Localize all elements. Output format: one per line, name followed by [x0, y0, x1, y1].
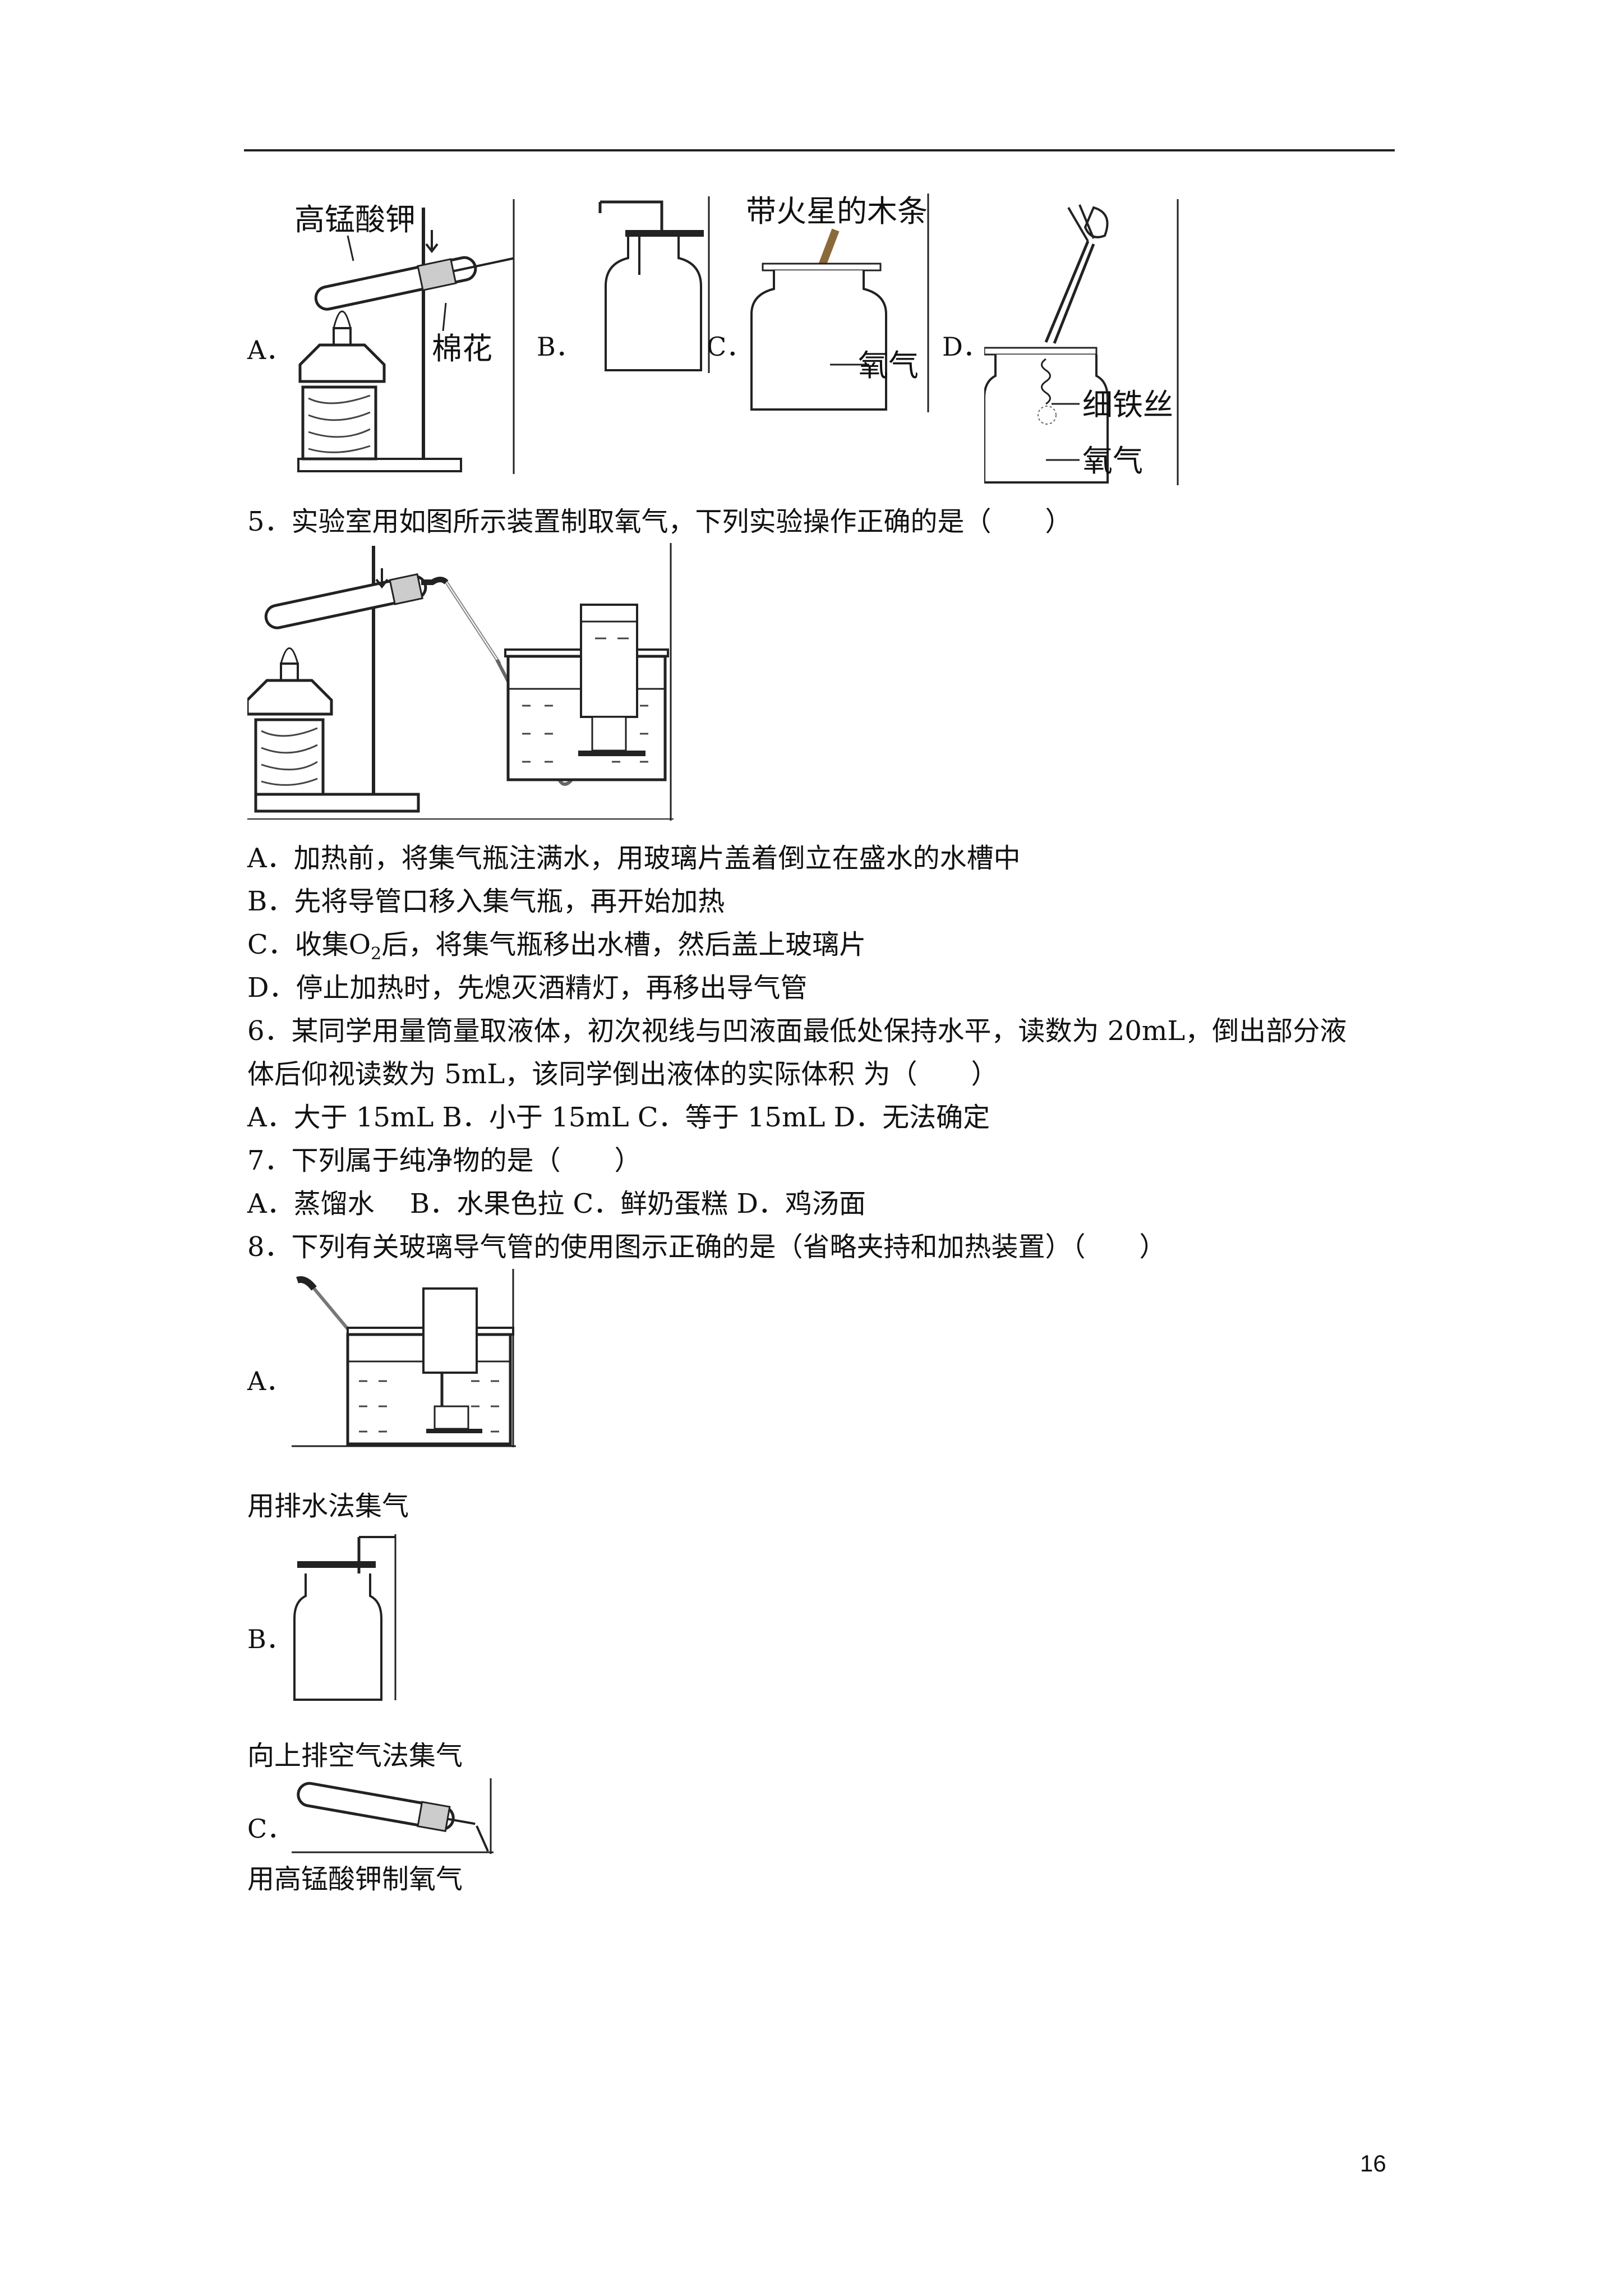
figure-kmno4-heating-apparatus: 高锰酸钾 棉花: [292, 196, 516, 477]
top-option-a-label: A．: [247, 335, 292, 365]
q8-option-c-label: C．: [247, 1814, 293, 1844]
q6-options: A．大于 15mL B．小于 15mL C．等于 15mL D．无法确定: [247, 1102, 990, 1133]
figure-gas-bottle-upward-air: [583, 196, 712, 376]
figure-iron-wire-combustion: 细铁丝 氧气: [984, 196, 1181, 488]
header-rule: [244, 149, 1395, 151]
label-oxygen-d: 氧气: [1082, 443, 1143, 478]
q6-stem-line-2: 体后仰视读数为 5mL，该同学倒出液体的实际体积 为（ ）: [247, 1059, 998, 1090]
q5-option-d: D．停止加热时，先熄灭酒精灯，再移出导气管: [247, 972, 808, 1004]
q5-option-c: C．收集O2后，将集气瓶移出水槽，然后盖上玻璃片: [247, 928, 866, 971]
figure-water-displacement: [292, 1269, 516, 1448]
q6-stem-line-1: 6．某同学用量筒量取液体，初次视线与凹液面最低处保持水平，读数为 20mL，倒出…: [247, 1015, 1347, 1047]
label-oxygen-c: 氧气: [858, 348, 919, 383]
figure-oxygen-preparation-apparatus: [247, 543, 674, 823]
label-kmno4: 高锰酸钾: [294, 202, 416, 237]
q8-caption-c: 用高锰酸钾制氧气: [247, 1864, 463, 1895]
q5-option-c-rest: 后，将集气瓶移出水槽，然后盖上玻璃片: [381, 929, 866, 960]
label-iron-wire: 细铁丝: [1082, 387, 1173, 422]
q5-stem: 5．实验室用如图所示装置制取氧气，下列实验操作正确的是（ ）: [247, 506, 1072, 537]
label-glowing-splint: 带火星的木条: [746, 194, 928, 229]
figure-kmno4-test-tube: [292, 1778, 494, 1857]
q5-option-c-text: C．收集O: [247, 929, 371, 960]
figure-splint-oxygen-test: 带火星的木条 氧气: [746, 191, 931, 415]
q5-option-a: A．加热前，将集气瓶注满水，用玻璃片盖着倒立在盛水的水槽中: [247, 843, 1021, 874]
top-option-c-label: C．: [707, 332, 753, 362]
top-option-d-label: D．: [942, 332, 989, 362]
page-number: 16: [1360, 2150, 1386, 2177]
q5-option-c-subscript: 2: [371, 944, 382, 964]
q7-stem: 7．下列属于纯净物的是（ ）: [247, 1145, 642, 1176]
q5-option-b: B．先将导管口移入集气瓶，再开始加热: [247, 886, 725, 917]
q8-option-b-label: B．: [247, 1624, 292, 1654]
q8-caption-a: 用排水法集气: [247, 1490, 409, 1522]
top-option-b-label: B．: [537, 332, 582, 362]
q8-caption-b: 向上排空气法集气: [247, 1740, 463, 1772]
q8-stem: 8．下列有关玻璃导气管的使用图示正确的是（省略夹持和加热装置）（ ）: [247, 1231, 1166, 1263]
q8-option-a-label: A．: [247, 1366, 292, 1396]
label-cotton: 棉花: [432, 331, 492, 366]
figure-upward-air-displacement: [292, 1534, 404, 1703]
q7-options: A．蒸馏水 B．水果色拉 C．鲜奶蛋糕 D．鸡汤面: [247, 1188, 866, 1220]
